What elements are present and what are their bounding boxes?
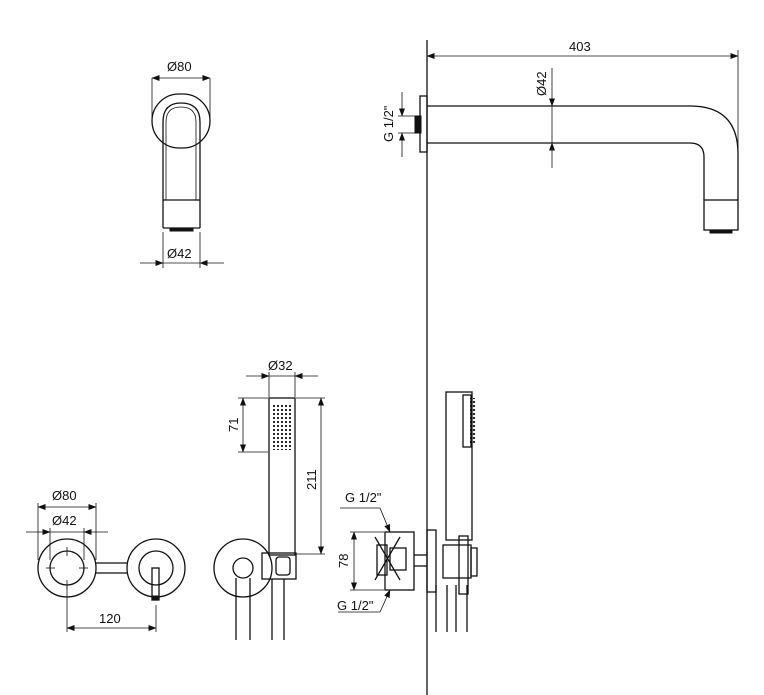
spout-front-view: Ø80 Ø42 [140,59,224,268]
mixer-lever [151,567,160,601]
valve-cartridge [442,544,472,579]
spout-side-dia-label: Ø42 [534,71,549,96]
spout-arm-outline [427,105,739,200]
valve-body [384,531,415,591]
spout-front-outer-dia-label: Ø80 [167,59,192,74]
hand-shower-body [268,397,296,556]
mixer-spacing-label: 120 [99,611,121,626]
hand-shower-length-label: 211 [304,469,319,490]
spout-side-view: 403 Ø42 G 1/2" [381,39,739,234]
spout-rosette-outline [151,93,211,149]
spout-front-spout-dia-label: Ø42 [167,246,192,261]
spout-length-label: 403 [569,39,591,54]
hand-shower-dia-label: Ø32 [268,358,293,373]
hand-shower-side-body [445,391,473,541]
mixer-outer-dia-label: Ø80 [52,488,77,503]
hand-shower-head-length-label: 71 [226,418,241,432]
spout-bend-outline [162,102,201,228]
valve-side-view: 78 G 1/2" G 1/2" [336,391,478,632]
mixer-inner-dia-label: Ø42 [52,513,77,528]
shower-holder-rosette [213,538,273,598]
mixer-front-view: Ø80 Ø42 120 [26,488,186,632]
valve-body-height-label: 78 [336,554,351,568]
hand-shower-nozzle-area [273,404,291,450]
spout-thread-label: G 1/2" [381,105,396,142]
hand-shower-front-view: Ø32 71 211 [213,358,325,640]
valve-thread-top-label: G 1/2" [345,490,382,505]
valve-thread-bottom-label: G 1/2" [337,598,374,613]
